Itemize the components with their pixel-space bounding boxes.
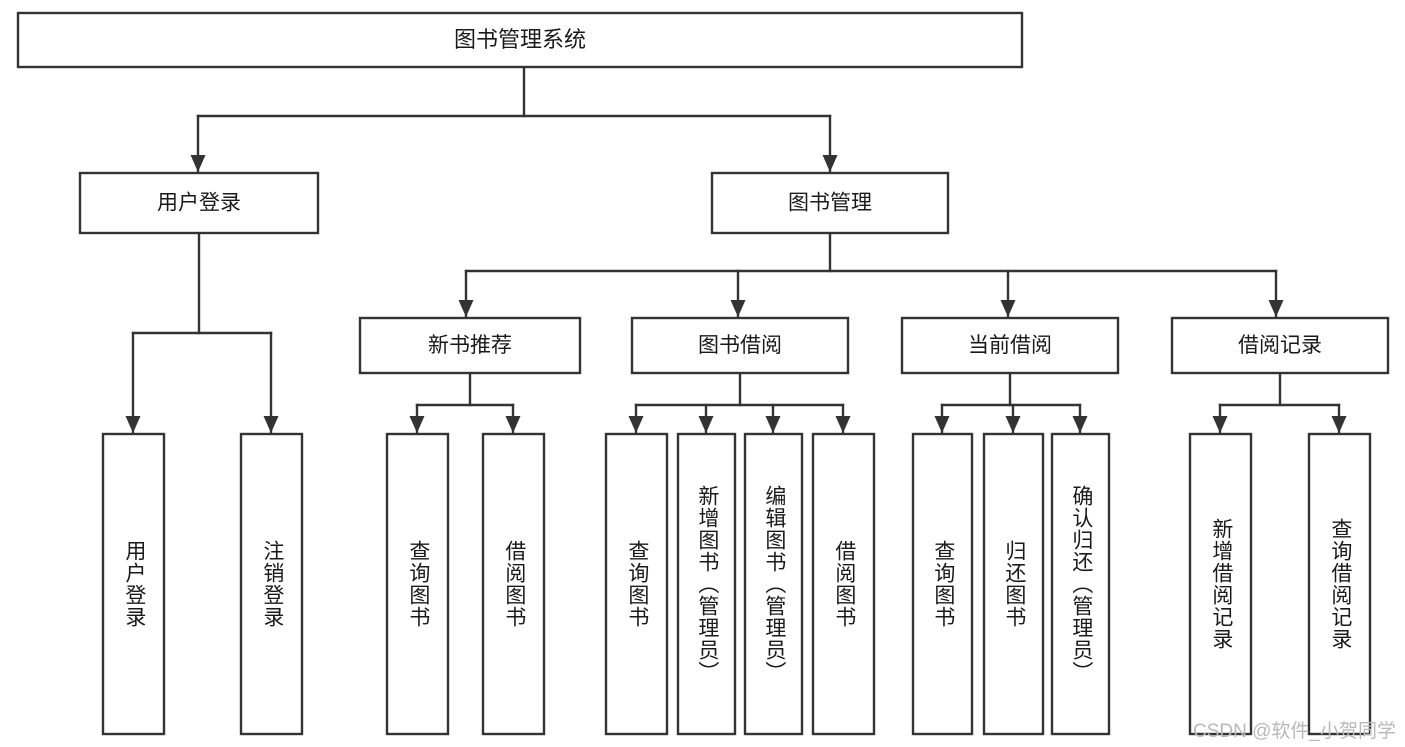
level2-node-用户登录-box[interactable] <box>78 171 320 235</box>
level2-node-图书管理-box[interactable] <box>710 171 950 235</box>
leaf-node-box[interactable] <box>982 432 1045 736</box>
leaf-node-box[interactable] <box>481 432 546 736</box>
leaf-node-label: 查询图书 <box>406 540 430 628</box>
arrow-head-icon <box>765 416 781 433</box>
edges-layer <box>125 65 1347 435</box>
arrow-head-icon <box>934 416 950 433</box>
leaf-node-label: 借阅图书 <box>832 540 856 628</box>
arrow-head-icon <box>1212 416 1228 433</box>
level3-node-新书推荐-label: 新书推荐 <box>428 334 512 357</box>
leaf-node-label: 用户登录 <box>122 540 146 628</box>
arrow-head-icon <box>730 300 746 317</box>
arrow-head-icon <box>505 416 521 433</box>
arrow-head-icon <box>1005 416 1021 433</box>
level3-node-借阅记录-box[interactable] <box>1170 316 1390 375</box>
leaf-node-box[interactable] <box>239 432 304 736</box>
arrow-head-icon <box>1268 300 1284 317</box>
arrow-head-icon <box>822 155 838 172</box>
leaf-node-label: 查询图书 <box>931 540 955 628</box>
level2-node-图书管理-label: 图书管理 <box>788 192 872 215</box>
arrow-head-icon <box>409 416 425 433</box>
leaf-node-label: 注销登录 <box>260 540 284 628</box>
arrow-head-icon <box>1000 300 1016 317</box>
leaf-node-label: 新增借阅记录 <box>1209 518 1233 650</box>
level2-node-用户登录-label: 用户登录 <box>157 192 241 215</box>
arrow-head-icon <box>1331 416 1347 433</box>
leaf-node-box[interactable] <box>811 432 876 736</box>
leaf-node-box[interactable] <box>1188 432 1253 736</box>
leaf-node-label: 查询借阅记录 <box>1328 518 1352 650</box>
leaf-node-box[interactable] <box>911 432 974 736</box>
root-node-图书管理系统-box[interactable] <box>16 11 1024 69</box>
leaf-node-box[interactable] <box>676 432 737 736</box>
level3-node-借阅记录-label: 借阅记录 <box>1238 334 1322 357</box>
level3-node-当前借阅-box[interactable] <box>900 316 1120 375</box>
leaf-node-label: 借阅图书 <box>502 540 526 628</box>
leaf-node-label: 归还图书 <box>1002 540 1026 628</box>
arrow-head-icon <box>125 416 141 433</box>
leaf-node-box[interactable] <box>101 432 166 736</box>
arrow-head-icon <box>835 416 851 433</box>
arrow-head-icon <box>628 416 644 433</box>
level3-node-新书推荐-box[interactable] <box>358 316 582 375</box>
leaf-node-box[interactable] <box>1307 432 1372 736</box>
leaf-node-label: 新增图书（管理员） <box>695 485 719 683</box>
csdn-watermark: CSDN @软件_小贺同学 <box>1193 721 1396 742</box>
leaf-node-box[interactable] <box>1050 432 1111 736</box>
level3-node-当前借阅-label: 当前借阅 <box>968 334 1052 357</box>
arrow-head-icon <box>263 416 279 433</box>
leaf-node-box[interactable] <box>385 432 450 736</box>
leaf-node-box[interactable] <box>743 432 804 736</box>
leaf-node-box[interactable] <box>604 432 669 736</box>
arrow-head-icon <box>1072 416 1088 433</box>
arrow-head-icon <box>458 300 474 317</box>
leaf-node-label: 查询图书 <box>625 540 649 628</box>
leaf-node-label: 编辑图书（管理员） <box>762 485 786 683</box>
level3-node-图书借阅-box[interactable] <box>630 316 850 375</box>
level3-node-图书借阅-label: 图书借阅 <box>698 334 782 357</box>
arrow-head-icon <box>698 416 714 433</box>
arrow-head-icon <box>190 155 206 172</box>
leaf-node-label: 确认归还（管理员） <box>1069 485 1093 683</box>
root-node-图书管理系统-label: 图书管理系统 <box>454 27 586 52</box>
